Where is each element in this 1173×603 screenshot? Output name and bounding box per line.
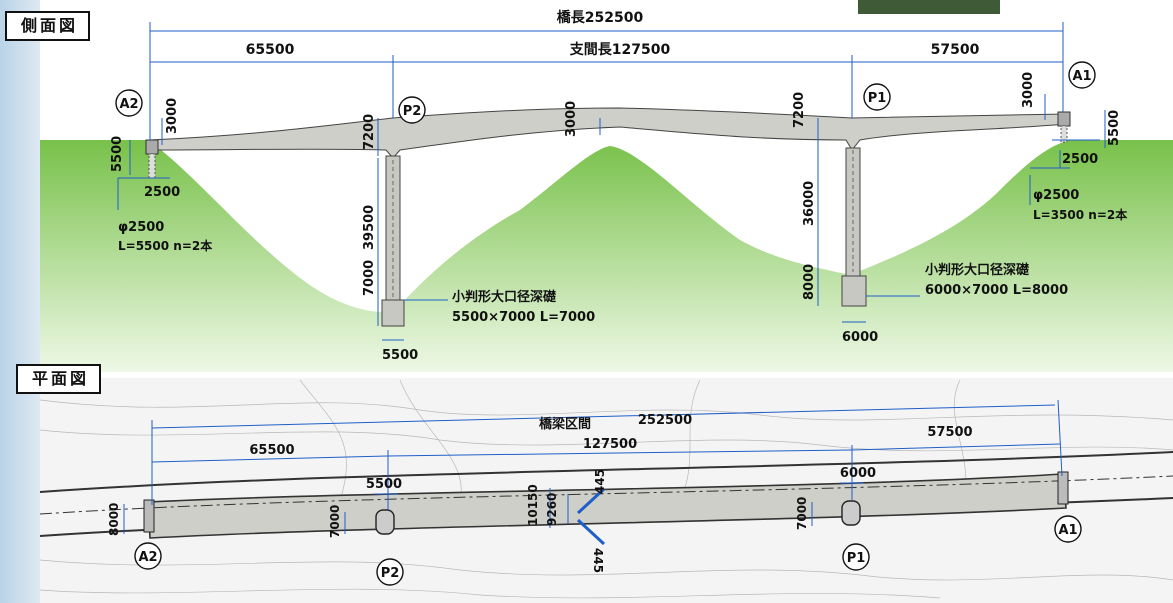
- plan-a1-label: A1: [1058, 523, 1077, 538]
- left-sky-strip: [0, 0, 40, 603]
- span-right-label: 57500: [931, 42, 980, 58]
- a1-pile-dia: φ2500: [1033, 188, 1079, 203]
- plan-edge-strips: [576, 487, 606, 546]
- side-view-title: 側面図: [5, 11, 91, 41]
- side-station-markers: [115, 61, 1096, 124]
- span-length-label: 支間長127500: [569, 41, 671, 58]
- plan-span-left: 65500: [249, 443, 294, 458]
- plan-marker-p1: [842, 543, 870, 571]
- plan-section-length: 252500: [638, 413, 692, 428]
- a2-width: 2500: [144, 185, 180, 200]
- plan-marker-a2: [134, 542, 162, 570]
- plan-p2-label: P2: [381, 566, 400, 581]
- p1-caisson-type: 小判形大口径深礎: [925, 262, 1030, 278]
- plan-pier-p2: [375, 509, 395, 535]
- plan-edge-bottom: 445: [591, 548, 605, 573]
- plan-abutment-a1: [1057, 471, 1069, 505]
- caisson-p1: [841, 275, 867, 307]
- plan-span-right: 57500: [927, 425, 972, 440]
- plan-span-center: 127500: [583, 437, 637, 452]
- plan-deck-inner: 9260: [545, 493, 559, 526]
- photo-fragment: [858, 0, 1000, 14]
- plan-pier-p1: [841, 500, 861, 526]
- a1-width: 2500: [1062, 152, 1098, 167]
- plan-p2-deck: 7000: [328, 505, 342, 538]
- total-length-label: 橋長252500: [557, 9, 644, 26]
- plan-edge-top: 445: [593, 469, 607, 494]
- abutment-a2-label: A2: [119, 97, 138, 112]
- plan-marker-a1: [1054, 515, 1082, 543]
- a1-pile-spec: L=3500 n=2本: [1033, 207, 1127, 222]
- a2-pile-spec: L=5500 n=2本: [118, 238, 212, 253]
- plan-dimension-lines: [123, 399, 1063, 534]
- p1-pier-height: 36000: [802, 181, 817, 226]
- plan-p2-width: 5500: [366, 477, 402, 492]
- pile-a2: [148, 153, 156, 179]
- plan-station-markers: [134, 515, 1082, 586]
- caisson-p2: [381, 299, 405, 327]
- pile-a1: [1060, 125, 1068, 143]
- haunch-p2: 7200: [362, 114, 377, 150]
- plan-p1-width: 6000: [840, 466, 876, 481]
- plan-a2-width: 8000: [107, 503, 121, 536]
- side-view: 橋長252500 支間長127500 65500 57500 A2 P2 P1 …: [40, 9, 1173, 372]
- p2-caisson-depth: 7000: [362, 260, 377, 296]
- centerline: [39, 475, 1173, 515]
- p1-caisson-spec: 6000×7000 L=8000: [925, 283, 1068, 298]
- road-edge-top: [39, 451, 1173, 493]
- marker-a1: [1068, 61, 1096, 89]
- ground-terrain: [40, 140, 1173, 372]
- plan-a2-label: A2: [138, 550, 157, 565]
- a2-pile-dia: φ2500: [118, 220, 164, 235]
- plan-view-title: 平面図: [16, 364, 102, 394]
- plan-section-label: 橋梁区間: [539, 416, 591, 432]
- girder-depth-a1: 3000: [1021, 72, 1036, 108]
- plan-view: A2 P2 P1 A1 橋梁区間 252500 65500 127500 575…: [39, 378, 1173, 603]
- plan-p1-label: P1: [847, 551, 866, 566]
- p2-caisson-type: 小判形大口径深礎: [452, 289, 557, 305]
- plan-abutment-a2: [143, 499, 155, 533]
- plan-p1-deck: 7000: [795, 497, 809, 530]
- span-left-label: 65500: [246, 42, 295, 58]
- abutment-a1: [1057, 111, 1071, 127]
- pier-p1-label: P1: [868, 91, 887, 106]
- side-dimension-lines: [117, 22, 1106, 341]
- a1-height: 5500: [1107, 110, 1122, 146]
- girder-depth-mid: 3000: [564, 101, 579, 137]
- a2-height: 5500: [110, 136, 125, 172]
- pier-p2-label: P2: [403, 104, 422, 119]
- marker-a2: [115, 89, 143, 117]
- plan-deck-total: 10150: [526, 484, 540, 526]
- haunch-p1: 7200: [792, 92, 807, 128]
- p1-caisson-depth: 8000: [802, 264, 817, 300]
- marker-p1: [863, 83, 891, 111]
- abutment-a2: [145, 139, 159, 155]
- p2-caisson-spec: 5500×7000 L=7000: [452, 310, 595, 325]
- abutment-a1-label: A1: [1072, 69, 1091, 84]
- marker-p2: [398, 96, 426, 124]
- p1-caisson-width: 6000: [842, 330, 878, 345]
- girder-depth-a2: 3000: [165, 98, 180, 134]
- plan-marker-p2: [376, 558, 404, 586]
- p2-caisson-width: 5500: [382, 348, 418, 363]
- p2-pier-height: 39500: [362, 205, 377, 250]
